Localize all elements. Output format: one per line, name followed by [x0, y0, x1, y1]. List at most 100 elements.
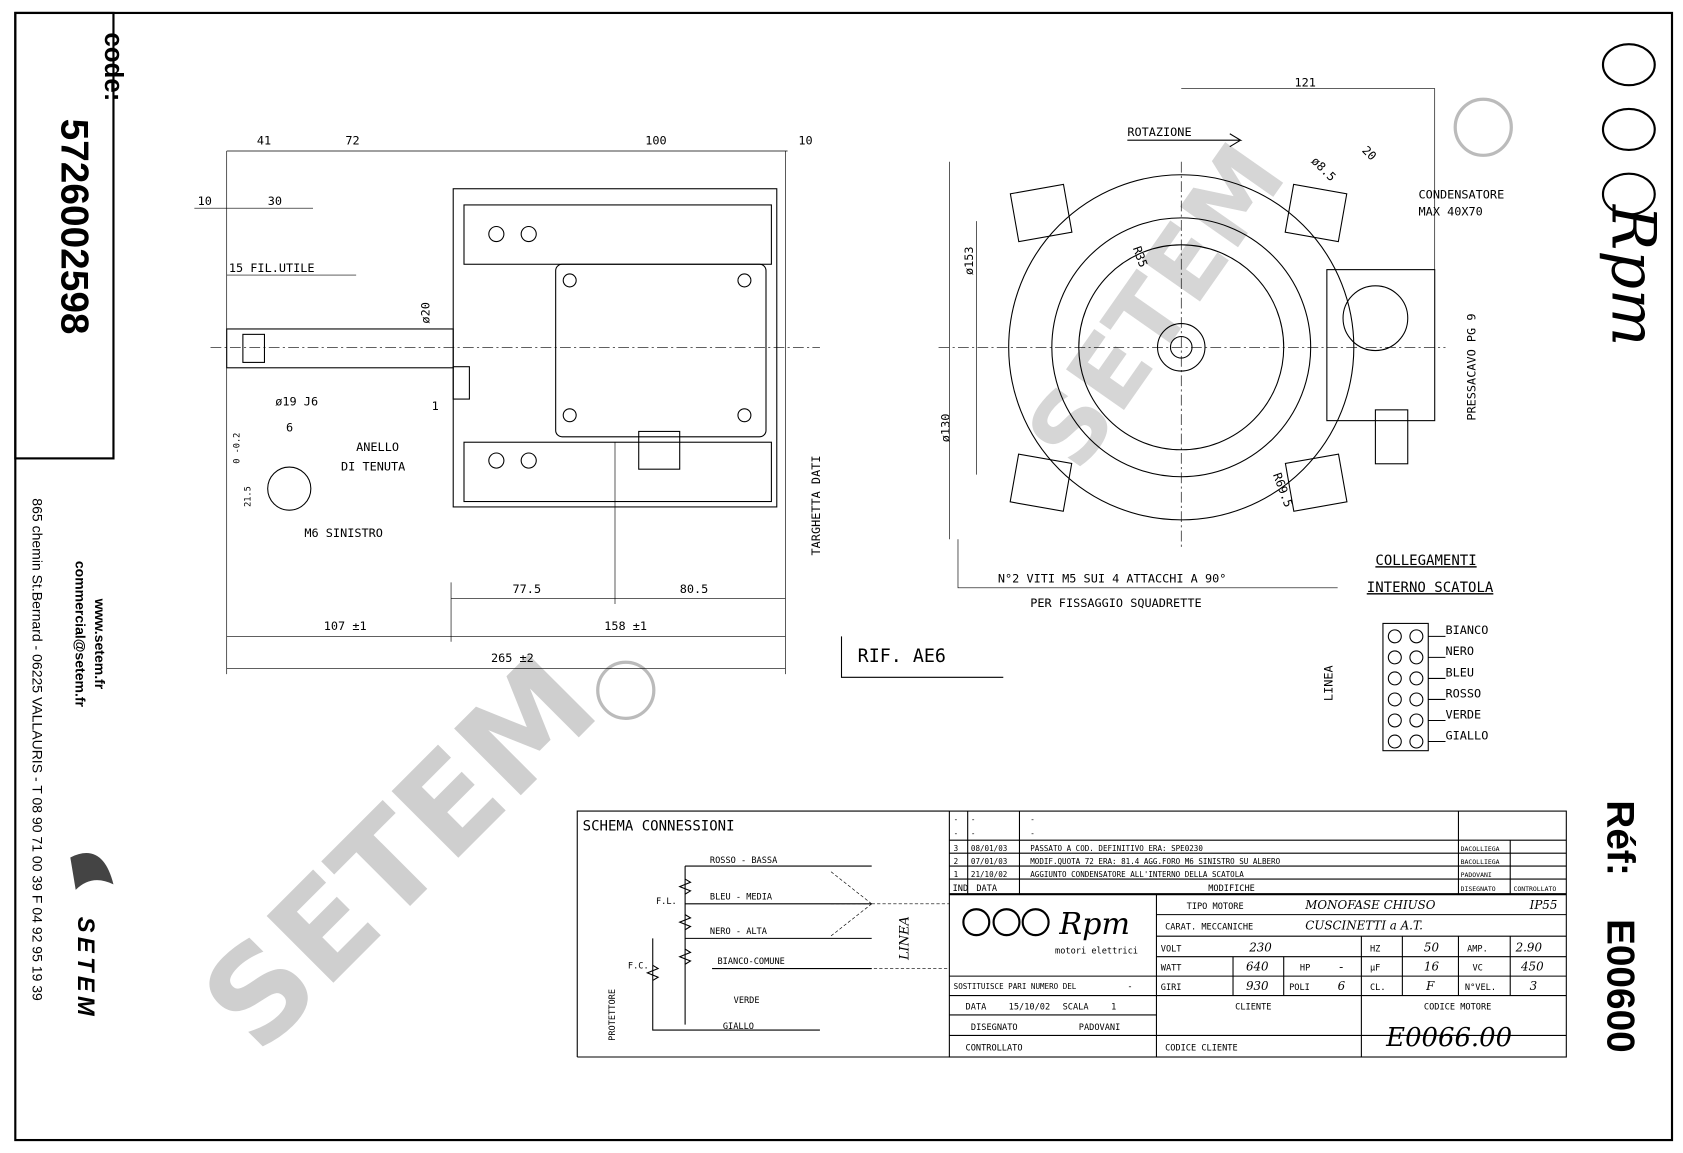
ref-label: Réf: [1598, 800, 1641, 875]
watt-value: 640 [1246, 960, 1269, 974]
wire-label: BLEU [1446, 665, 1475, 679]
dim-label: MAX 40X70 [1419, 205, 1483, 219]
dim-label: 20 [1359, 143, 1379, 163]
collegamenti: COLLEGAMENTI INTERNO SCATOLA LINEA BIANC… [1321, 553, 1494, 752]
dim-label: 265 ±2 [491, 651, 534, 665]
rev-header: CONTROLLATO [1513, 885, 1556, 893]
vc-label: VC [1472, 964, 1482, 974]
rpm-logo: Rpm [1598, 43, 1668, 346]
cliente-label: CLIENTE [1235, 1003, 1271, 1013]
code-panel: code: 5726002598 [53, 32, 127, 334]
amp-value: 2.90 [1515, 940, 1543, 954]
dim-label: ø8.5 [1309, 154, 1339, 184]
schema-title: SCHEMA CONNESSIONI [583, 819, 735, 835]
dim-label: M6 SINISTRO [304, 526, 383, 540]
fc-label: F.C. [628, 962, 649, 972]
dim-label: 30 [268, 194, 282, 208]
watermark: SETEM [174, 628, 625, 1079]
dim-label: 10 [798, 134, 812, 148]
cl-value: F [1425, 979, 1435, 993]
revision-mod: MODIF.QUOTA 72 ERA: 81.4 AGG.FORO M6 SIN… [1030, 857, 1280, 866]
carat-value: CUSCINETTI a A.T. [1305, 919, 1423, 933]
schema-wire: NERO - ALTA [710, 927, 768, 937]
scala-label: SCALA [1063, 1003, 1090, 1013]
revision-data: 07/01/03 [971, 857, 1007, 866]
wire-label: BIANCO [1446, 623, 1489, 637]
controllato-label: CONTROLLATO [966, 1044, 1023, 1054]
fl-label: F.L. [656, 897, 677, 907]
cl-label: CL. [1370, 983, 1386, 993]
dim-label: 107 ±1 [324, 619, 367, 633]
collegamenti-title: COLLEGAMENTI [1375, 553, 1476, 569]
dim-label: ø20 [418, 302, 432, 323]
rev-header: IND [953, 884, 969, 894]
dim-label: 77.5 [513, 582, 542, 596]
terminal-screw-icon [1409, 692, 1424, 707]
code-label: code: [99, 32, 127, 101]
codice-motore-label: CODICE MOTORE [1424, 1003, 1491, 1013]
protettore-label: PROTETTORE [608, 989, 618, 1041]
rev-header: DATA [976, 884, 998, 894]
wire-label: ROSSO [1446, 686, 1482, 700]
poli-value: 6 [1338, 979, 1346, 993]
terminal-screw-icon [1387, 713, 1402, 728]
logo-text: Rpm [1058, 907, 1130, 942]
dim-label: 21.5 [243, 486, 253, 507]
revision-mod: AGGIUNTO CONDENSATORE ALL'INTERNO DELLA … [1030, 870, 1244, 879]
terminal-screw-icon [1387, 734, 1402, 749]
rev-header: MODIFICHE [1208, 884, 1255, 894]
dim-label: 100 [645, 134, 666, 148]
contact-panel: www.setem.fr commercial@setem.fr 865 che… [30, 498, 109, 1020]
schema-wire: GIALLO [723, 1022, 754, 1032]
revision-ind: - [954, 815, 959, 824]
uf-value: 16 [1424, 960, 1440, 974]
logo-subtext: motori elettrici [1055, 946, 1138, 956]
revision-mod: - [1030, 829, 1035, 838]
schema-wire: BIANCO-COMUNE [717, 957, 784, 967]
dim-label: 158 ±1 [604, 619, 647, 633]
carat-label: CARAT. MECCANICHE [1165, 923, 1253, 933]
email: commercial@setem.fr [73, 561, 89, 708]
watermark-seal [596, 660, 656, 720]
dim-label: 72 [345, 134, 359, 148]
terminal-screw-icon [1387, 650, 1402, 665]
sostituisce-label: SOSTITUISCE PARI NUMERO DEL [954, 982, 1077, 991]
volt-label: VOLT [1161, 944, 1182, 954]
dim-label: ø153 [962, 246, 976, 275]
sostituisce-value: - [1127, 982, 1132, 992]
title-block-logo: Rpm motori elettrici [962, 907, 1138, 956]
ip-rating: IP55 [1529, 898, 1558, 912]
drawing-frame [14, 11, 1674, 1142]
front-view [938, 88, 1446, 589]
data-label: DATA [966, 1003, 988, 1013]
schema-wire: ROSSO - BASSA [710, 856, 778, 866]
terminal-screw-icon [1409, 734, 1424, 749]
rif-text: RIF. AE6 [858, 646, 946, 667]
dim-label: ø130 [938, 414, 952, 443]
side-view-dimensions: 41 72 100 10 10 30 15 FIL.UTILE ø20 ø19 … [198, 134, 823, 666]
dim-label: 0 -0.2 [233, 433, 243, 464]
terminal-screw-icon [1409, 671, 1424, 686]
revision-ind: 2 [954, 857, 959, 866]
revision-by: DACOLLIEGA [1461, 845, 1500, 853]
reference: Réf: E00600 [1598, 800, 1641, 1052]
revision-data: 08/01/03 [971, 844, 1007, 853]
nvel-label: N°VEL. [1465, 983, 1496, 993]
dim-label: R69.5 [1270, 471, 1295, 509]
schema-wire: VERDE [734, 996, 760, 1006]
data-value: 15/10/02 [1009, 1003, 1050, 1013]
terminal-screw-icon [1409, 713, 1424, 728]
revision-data: - [971, 829, 976, 838]
wire-label: GIALLO [1446, 728, 1489, 742]
rev-header: DISEGNATO [1461, 885, 1496, 893]
terminal-screw-icon [1409, 650, 1424, 665]
tipo-motore-label: TIPO MOTORE [1187, 902, 1244, 912]
dim-label: 15 FIL.UTILE [229, 261, 315, 275]
revision-ind: 3 [954, 844, 959, 853]
note-line-2: PER FISSAGGIO SQUADRETTE [1030, 596, 1201, 610]
code-value: 5726002598 [53, 119, 96, 335]
nvel-value: 3 [1530, 979, 1538, 993]
codice-cliente-label: CODICE CLIENTE [1165, 1044, 1238, 1054]
hp-label: HP [1300, 964, 1310, 974]
revision-by: BACOLLIEGA [1461, 858, 1500, 866]
